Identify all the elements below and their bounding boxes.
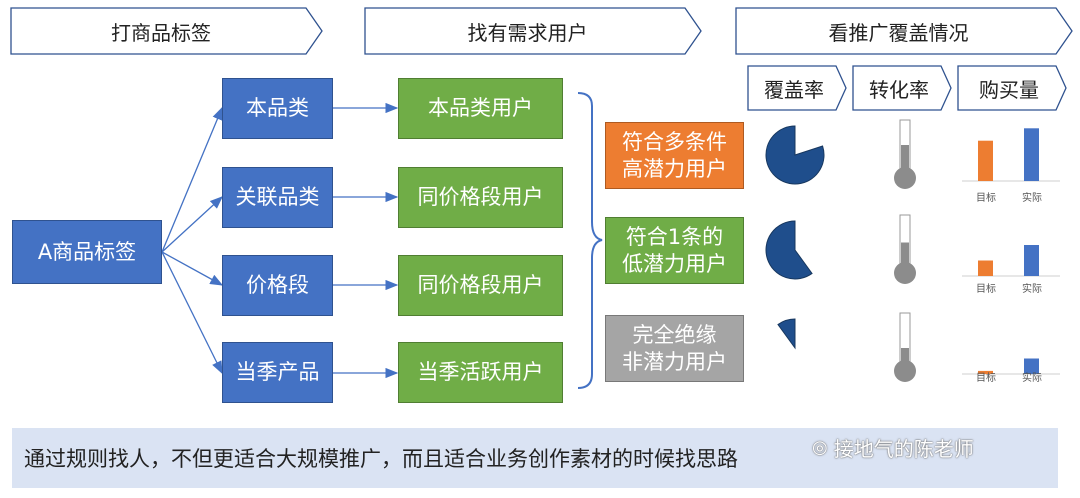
header-chevron-tag xyxy=(10,7,323,55)
user-group-node: 同价格段用户 xyxy=(398,167,563,228)
segment-high-potential: 符合多条件 高潜力用户 xyxy=(605,122,744,189)
header-coverage-label: 看推广覆盖情况 xyxy=(828,20,969,45)
metric-chevron-conversion xyxy=(852,65,952,111)
segment-non-potential: 完全绝缘 非潜力用户 xyxy=(605,315,744,382)
coverage-pie-slice xyxy=(765,220,813,280)
bar-label-actual: 实际 xyxy=(1022,193,1042,204)
metric-chevron-purchase xyxy=(957,65,1067,111)
metric-chevron-coverage xyxy=(747,65,847,111)
note-text: 通过规则找人，不但更适合大规模推广，而且适合业务创作素材的时候找思路 xyxy=(24,447,738,471)
connector-source-cat3 xyxy=(161,251,224,286)
bar-label-actual: 实际 xyxy=(1022,373,1042,384)
segment-line2: 高潜力用户 xyxy=(622,156,727,181)
watermark: ◎ 接地气的陈老师 xyxy=(812,432,974,462)
segment-line1: 符合1条的 xyxy=(625,224,724,249)
category-node: 本品类 xyxy=(222,78,333,139)
thermometer-fill xyxy=(901,242,909,265)
bar-label-target: 目标 xyxy=(976,373,996,384)
header-chevron-find xyxy=(364,7,702,55)
bar-actual xyxy=(1024,358,1039,374)
connector-source-cat2 xyxy=(161,196,223,253)
segment-line2: 低潜力用户 xyxy=(622,251,727,276)
segment-line1: 完全绝缘 xyxy=(632,322,717,347)
bar-target xyxy=(978,370,993,374)
thermometer-fill xyxy=(901,348,909,363)
curly-brace xyxy=(577,92,603,389)
metric-coverage-label: 覆盖率 xyxy=(764,77,824,102)
bar-label-actual: 实际 xyxy=(1022,284,1042,295)
bar-actual xyxy=(1024,245,1039,276)
category-node: 当季产品 xyxy=(222,342,333,403)
thermometer-bulb xyxy=(894,167,916,189)
source-node: A商品标签 xyxy=(12,220,162,284)
wechat-icon: ◎ xyxy=(812,436,828,458)
bar-actual xyxy=(1024,128,1039,181)
connector-source-cat1 xyxy=(161,106,223,253)
bar-label-target: 目标 xyxy=(976,284,996,295)
user-group-node: 同价格段用户 xyxy=(398,255,563,316)
segment-line1: 符合多条件 xyxy=(622,129,727,154)
user-group-node: 当季活跃用户 xyxy=(398,342,563,403)
bar-label-target: 目标 xyxy=(976,193,996,204)
coverage-pie-slice xyxy=(777,318,796,350)
segment-low-potential: 符合1条的 低潜力用户 xyxy=(605,217,744,284)
coverage-pie-slice xyxy=(765,125,825,185)
note-banner: 通过规则找人，不但更适合大规模推广，而且适合业务创作素材的时候找思路 xyxy=(12,428,1058,488)
thermometer-fill xyxy=(901,145,909,170)
header-tag-label: 打商品标签 xyxy=(111,20,211,45)
category-node: 价格段 xyxy=(222,255,333,316)
metric-purchase-label: 购买量 xyxy=(979,77,1039,102)
category-node: 关联品类 xyxy=(222,167,333,228)
connector-source-cat4 xyxy=(161,251,223,375)
watermark-text: 接地气的陈老师 xyxy=(833,436,974,461)
metric-conversion-label: 转化率 xyxy=(869,77,929,102)
bar-target xyxy=(978,140,993,181)
thermometer-bulb xyxy=(894,262,916,284)
header-chevron-coverage xyxy=(735,7,1073,55)
user-group-node: 本品类用户 xyxy=(398,78,563,139)
thermometer-bulb xyxy=(894,360,916,382)
segment-line2: 非潜力用户 xyxy=(622,349,727,374)
bar-target xyxy=(978,260,993,276)
header-find-label: 找有需求用户 xyxy=(467,20,588,45)
